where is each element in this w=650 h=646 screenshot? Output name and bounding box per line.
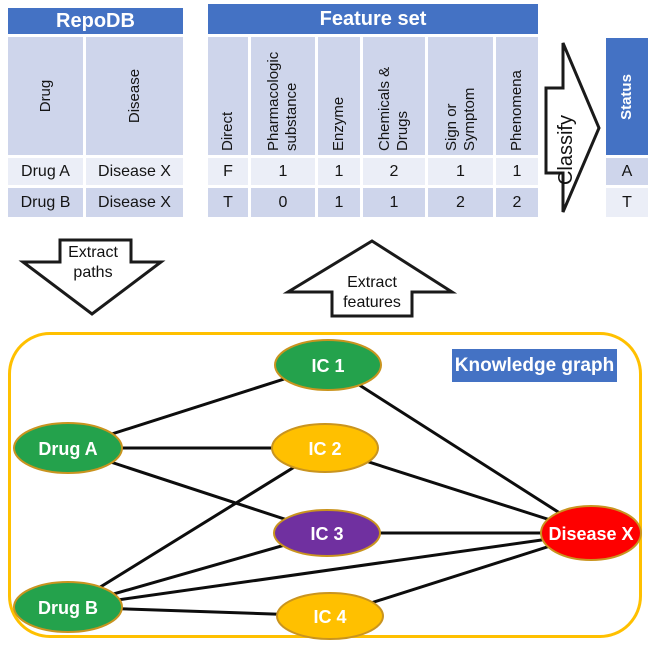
feature-cell-f-phenomena: 1 xyxy=(496,158,538,185)
classify-arrow-label: Classify xyxy=(555,115,577,185)
feature-col-header-chemicals-drugs-label: Chemicals & Drugs xyxy=(376,66,411,151)
repodb-cell-drug-b: Drug B xyxy=(8,188,83,217)
feature-col-header-direct: Direct xyxy=(208,37,248,155)
feature-cell-t-phenomena: 2 xyxy=(496,188,538,217)
status-table-title: Status xyxy=(606,38,648,155)
feature-col-header-sign-or-symptom: Sign or Symptom xyxy=(428,37,493,155)
repodb-table-title: RepoDB xyxy=(8,8,183,34)
feature-cell-f-chemicals: 2 xyxy=(363,158,425,185)
feature-cell-t-enzyme: 1 xyxy=(318,188,360,217)
feature-cell-f-sign: 1 xyxy=(428,158,493,185)
feature-col-header-enzyme: Enzyme xyxy=(318,37,360,155)
status-cell-t: T xyxy=(606,188,648,217)
extract-paths-arrow-label: Extract paths xyxy=(68,244,118,281)
repodb-col-header-disease: Disease xyxy=(86,37,183,155)
status-cell-a: A xyxy=(606,158,648,185)
feature-cell-f-direct: F xyxy=(208,158,248,185)
feature-cell-t-direct: T xyxy=(208,188,248,217)
status-table-title-label: Status xyxy=(618,73,635,120)
feature-col-header-direct-label: Direct xyxy=(219,111,236,151)
feature-cell-f-enzyme: 1 xyxy=(318,158,360,185)
repodb-cell-disease-x-1: Disease X xyxy=(86,158,183,185)
repodb-col-header-drug-label: Drug xyxy=(36,79,54,113)
feature-cell-t-pharmacologic: 0 xyxy=(251,188,315,217)
extract-features-arrow-label: Extract features xyxy=(343,274,401,311)
knowledge-graph-title: Knowledge graph xyxy=(452,349,617,382)
classify-arrow xyxy=(544,42,601,213)
repodb-cell-drug-a: Drug A xyxy=(8,158,83,185)
repodb-col-header-disease-label: Disease xyxy=(125,68,143,124)
feature-col-header-pharmacologic-substance-label: Pharmacologic substance xyxy=(265,51,300,151)
feature-col-header-sign-or-symptom-label: Sign or Symptom xyxy=(442,87,478,151)
feature-cell-t-sign: 2 xyxy=(428,188,493,217)
feature-cell-t-chemicals: 1 xyxy=(363,188,425,217)
feature-col-header-chemicals-drugs: Chemicals & Drugs xyxy=(363,37,425,155)
feature-col-header-pharmacologic-substance: Pharmacologic substance xyxy=(251,37,315,155)
feature-cell-f-pharmacologic: 1 xyxy=(251,158,315,185)
repodb-col-header-drug: Drug xyxy=(8,37,83,155)
repodb-cell-disease-x-2: Disease X xyxy=(86,188,183,217)
feature-col-header-enzyme-label: Enzyme xyxy=(330,96,347,151)
feature-col-header-phenomena-label: Phenomena xyxy=(508,70,525,151)
feature-col-header-phenomena: Phenomena xyxy=(496,37,538,155)
feature-set-table-title: Feature set xyxy=(208,4,538,34)
